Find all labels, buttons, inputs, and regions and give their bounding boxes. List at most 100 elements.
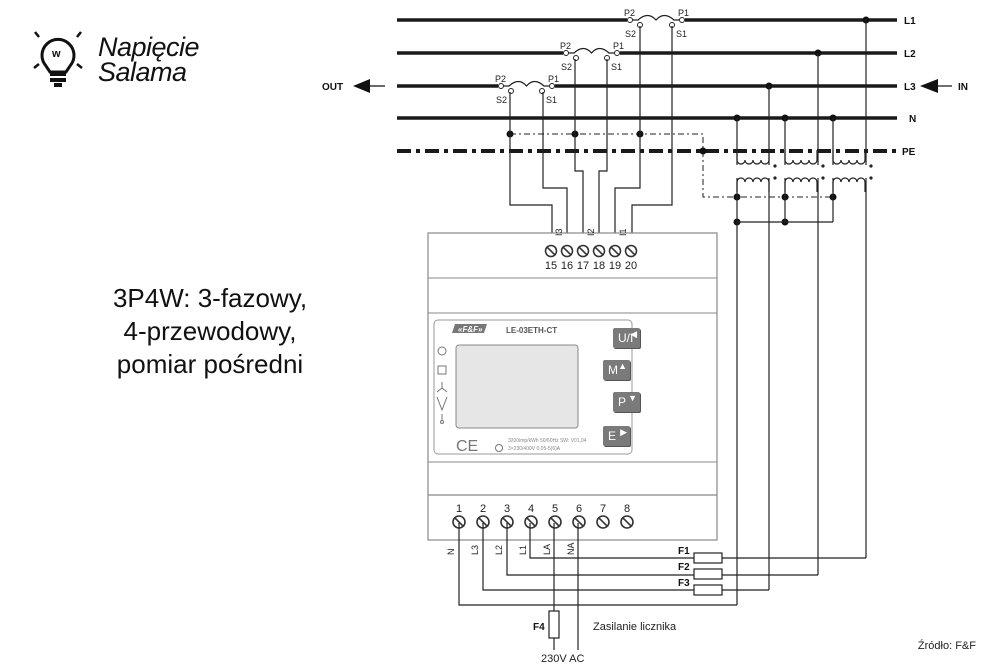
in-label: IN <box>958 82 968 93</box>
bus-label-l2: L2 <box>904 49 916 60</box>
logo: w Napięcie Salama <box>30 30 220 90</box>
bus-bars <box>397 18 897 153</box>
meter-brand-badge <box>452 324 487 333</box>
terminal-number: 6 <box>576 503 582 515</box>
supply-label: Zasilanie licznika <box>593 621 677 633</box>
terminal-screw[interactable] <box>576 244 590 258</box>
logo-line1: Napięcie <box>98 32 200 62</box>
fuse-f3 <box>693 584 723 596</box>
meter-spec-line1: 3200imp/kWh 50/60Hz SW: V01,04 <box>508 438 587 444</box>
fuse-label-f2: F2 <box>678 562 690 573</box>
energy-meter <box>427 232 718 541</box>
input-label-i3: I3 <box>554 228 564 236</box>
source-credit: Źródło: F&F <box>917 640 976 652</box>
voltage-transformer <box>736 150 777 192</box>
fuse-f1 <box>693 552 723 564</box>
terminal-screw[interactable] <box>500 515 514 529</box>
terminal-screw[interactable] <box>596 515 610 529</box>
terminal-number: 20 <box>625 260 637 272</box>
terminal-screw[interactable] <box>592 244 606 258</box>
mode-button[interactable]: M ▲ <box>603 360 630 380</box>
in-arrow-icon <box>920 79 952 93</box>
terminal-number: 15 <box>545 260 557 272</box>
ct-terminal-p1: P1 <box>678 8 689 18</box>
ct-terminal-p1: P1 <box>613 41 624 51</box>
terminal-number: 8 <box>624 503 630 515</box>
voltage-transformer <box>784 150 825 192</box>
wire-label: L1 <box>518 545 528 555</box>
terminal-screw[interactable] <box>624 244 638 258</box>
ct-terminal-s1: S1 <box>611 62 622 72</box>
ct-terminal-p2: P2 <box>495 74 506 84</box>
terminal-number: 1 <box>456 503 462 515</box>
down-arrow-icon: ▼ <box>628 393 637 403</box>
power-button[interactable]: P ▼ <box>613 392 640 412</box>
fuse-label-f4: F4 <box>533 622 545 633</box>
out-arrow-icon <box>353 79 385 93</box>
ct-terminal-p2: P2 <box>624 8 635 18</box>
caption-line: pomiar pośredni <box>116 349 304 379</box>
meter-brand: «F&F» <box>458 325 483 334</box>
caption-line: 3P4W: 3-fazowy, <box>112 283 308 313</box>
terminal-number: 19 <box>609 260 621 272</box>
ct-terminal-s1: S1 <box>676 29 687 39</box>
double-insulation-icon <box>437 365 447 375</box>
bus-label-n: N <box>909 114 916 125</box>
fuse-label-f1: F1 <box>678 546 690 557</box>
wire-label: NA <box>566 542 576 555</box>
logo-line2: Salama <box>98 57 187 87</box>
out-label: OUT <box>322 82 343 93</box>
mode-button-label: M <box>608 363 618 377</box>
star-connection-icon <box>436 382 448 393</box>
bus-label-pe: PE <box>902 147 916 158</box>
ct-terminal-p2: P2 <box>560 41 571 51</box>
ce-mark: CE <box>456 438 478 455</box>
bus-label-l3: L3 <box>904 82 916 93</box>
terminal-screw[interactable] <box>560 244 574 258</box>
terminal-number: 2 <box>480 503 486 515</box>
meter-model: LE-03ETH-CT <box>506 326 557 335</box>
fuse-f4 <box>548 610 560 639</box>
terminal-number: 16 <box>561 260 573 272</box>
energy-button[interactable]: E ▶ <box>603 426 630 446</box>
voltage-transformers <box>736 150 873 192</box>
terminal-screw[interactable] <box>620 515 634 529</box>
enter-arrow-icon: ▶ <box>620 427 627 437</box>
terminal-screw[interactable] <box>452 515 466 529</box>
ct-secondary-wires <box>509 26 673 253</box>
voltage-transformer <box>832 150 873 192</box>
supply-wires <box>458 523 866 650</box>
terminal-number: 17 <box>577 260 589 272</box>
ui-button[interactable]: U/I ◀ <box>613 328 640 348</box>
ct-terminal-s1: S1 <box>546 95 557 105</box>
wire-label: L3 <box>470 545 480 555</box>
bus-label-l1: L1 <box>904 16 916 27</box>
top-terminals: 15 16 17 18 19 20 <box>544 244 638 272</box>
supply-voltage: 230V AC <box>541 653 584 665</box>
ct-terminal-s2: S2 <box>561 62 572 72</box>
ct-terminal-s2: S2 <box>496 95 507 105</box>
terminal-number: 7 <box>600 503 606 515</box>
led-indicator <box>495 444 503 452</box>
terminal-number: 18 <box>593 260 605 272</box>
terminal-screw[interactable] <box>572 515 586 529</box>
vt-wires <box>736 20 867 605</box>
caption-line: 4-przewodowy, <box>123 316 297 346</box>
fuse-label-f3: F3 <box>678 578 690 589</box>
up-arrow-icon: ▲ <box>618 361 627 371</box>
ct-terminal-p1: P1 <box>548 74 559 84</box>
lightbulb-icon: w <box>33 31 83 87</box>
terminal-screw[interactable] <box>608 244 622 258</box>
fuse-f2 <box>693 568 723 580</box>
ui-button-label: U/I <box>618 331 634 345</box>
fuse-bodies <box>548 552 723 639</box>
wire-label: N <box>446 549 456 556</box>
left-arrow-icon: ◀ <box>630 329 637 339</box>
terminal-screw[interactable] <box>548 515 562 529</box>
terminal-screw[interactable] <box>544 244 558 258</box>
terminal-screw[interactable] <box>524 515 538 529</box>
